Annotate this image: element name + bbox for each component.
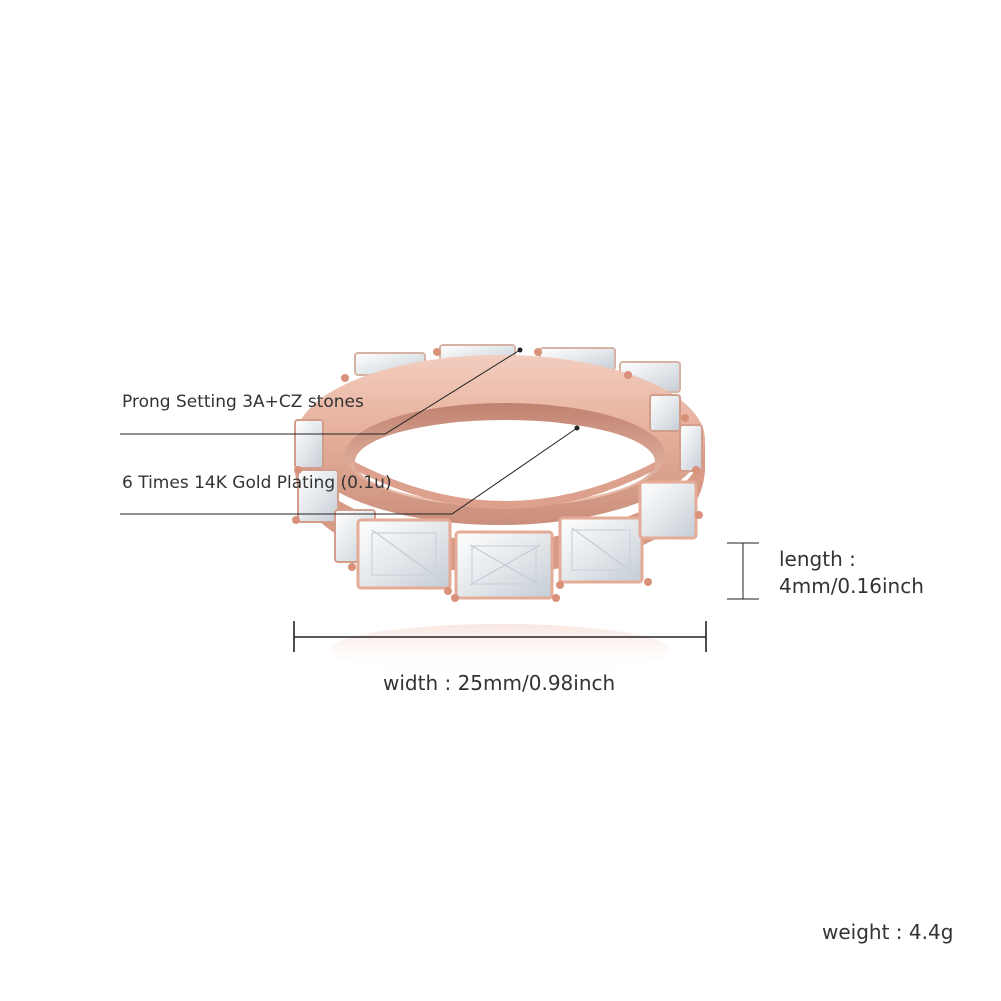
plating-label: 6 Times 14K Gold Plating (0.1u) — [122, 473, 392, 493]
width-label: width : 25mm/0.98inch — [383, 671, 616, 695]
length-title: length : — [779, 547, 856, 571]
ring-image — [292, 344, 705, 676]
prong-setting-label: Prong Setting 3A+CZ stones — [122, 392, 364, 412]
front-stones — [294, 394, 703, 600]
annotation-lines — [120, 347, 759, 652]
width-dimension-bracket — [293, 621, 707, 652]
ring-inner-wall — [355, 462, 655, 509]
prong-leader-dot — [517, 347, 523, 353]
ring-inner-opening — [355, 420, 655, 504]
prongs — [292, 348, 703, 602]
plating-leader-line — [120, 427, 578, 515]
ring-reflection — [330, 624, 670, 676]
length-dimension-bracket — [727, 542, 759, 600]
plating-leader-dot — [574, 425, 580, 431]
length-value: 4mm/0.16inch — [779, 574, 924, 598]
weight-label: weight : 4.4g — [822, 920, 954, 944]
prong-leader-line — [120, 349, 521, 435]
